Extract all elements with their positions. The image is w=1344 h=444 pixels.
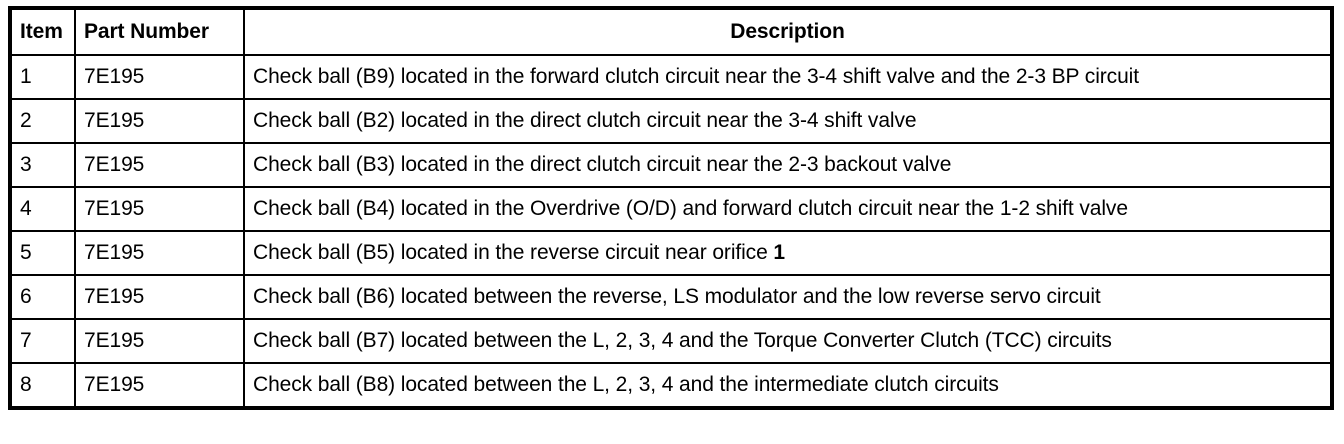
cell-item: 7 bbox=[9, 318, 76, 364]
table-row: 4 7E195 Check ball (B4) located in the O… bbox=[9, 186, 1333, 232]
cell-part-number: 7E195 bbox=[74, 274, 245, 320]
table-row: 1 7E195 Check ball (B9) located in the f… bbox=[9, 54, 1333, 100]
cell-item: 4 bbox=[9, 186, 76, 232]
table-header-row: Item Part Number Description bbox=[9, 7, 1333, 56]
table-body: 1 7E195 Check ball (B9) located in the f… bbox=[9, 54, 1333, 409]
cell-part-number: 7E195 bbox=[74, 230, 245, 276]
cell-description: Check ball (B6) located between the reve… bbox=[243, 274, 1333, 320]
cell-description: Check ball (B4) located in the Overdrive… bbox=[243, 186, 1333, 232]
orifice-number: 1 bbox=[773, 240, 785, 264]
cell-item: 1 bbox=[9, 54, 76, 100]
cell-description: Check ball (B9) located in the forward c… bbox=[243, 54, 1333, 100]
table-row: 5 7E195 Check ball (B5) located in the r… bbox=[9, 230, 1333, 276]
cell-part-number: 7E195 bbox=[74, 318, 245, 364]
cell-part-number: 7E195 bbox=[74, 54, 245, 100]
cell-description: Check ball (B7) located between the L, 2… bbox=[243, 318, 1333, 364]
cell-item: 3 bbox=[9, 142, 76, 188]
table-row: 7 7E195 Check ball (B7) located between … bbox=[9, 318, 1333, 364]
table-row: 2 7E195 Check ball (B2) located in the d… bbox=[9, 98, 1333, 144]
table-row: 3 7E195 Check ball (B3) located in the d… bbox=[9, 142, 1333, 188]
cell-part-number: 7E195 bbox=[74, 98, 245, 144]
cell-item: 2 bbox=[9, 98, 76, 144]
cell-description: Check ball (B2) located in the direct cl… bbox=[243, 98, 1333, 144]
cell-part-number: 7E195 bbox=[74, 362, 245, 409]
cell-item: 6 bbox=[9, 274, 76, 320]
column-header-part-number: Part Number bbox=[74, 7, 245, 56]
cell-description: Check ball (B5) located in the reverse c… bbox=[243, 230, 1333, 276]
cell-part-number: 7E195 bbox=[74, 186, 245, 232]
cell-item: 5 bbox=[9, 230, 76, 276]
column-header-description: Description bbox=[243, 7, 1333, 56]
check-ball-parts-table: Item Part Number Description 1 7E195 Che… bbox=[8, 6, 1334, 410]
cell-description: Check ball (B8) located between the L, 2… bbox=[243, 362, 1333, 409]
table-row: 6 7E195 Check ball (B6) located between … bbox=[9, 274, 1333, 320]
table-row: 8 7E195 Check ball (B8) located between … bbox=[9, 362, 1333, 409]
cell-part-number: 7E195 bbox=[74, 142, 245, 188]
description-text: Check ball (B5) located in the reverse c… bbox=[253, 240, 774, 264]
table-header: Item Part Number Description bbox=[9, 7, 1333, 56]
cell-item: 8 bbox=[9, 362, 76, 409]
column-header-item: Item bbox=[9, 7, 76, 56]
cell-description: Check ball (B3) located in the direct cl… bbox=[243, 142, 1333, 188]
